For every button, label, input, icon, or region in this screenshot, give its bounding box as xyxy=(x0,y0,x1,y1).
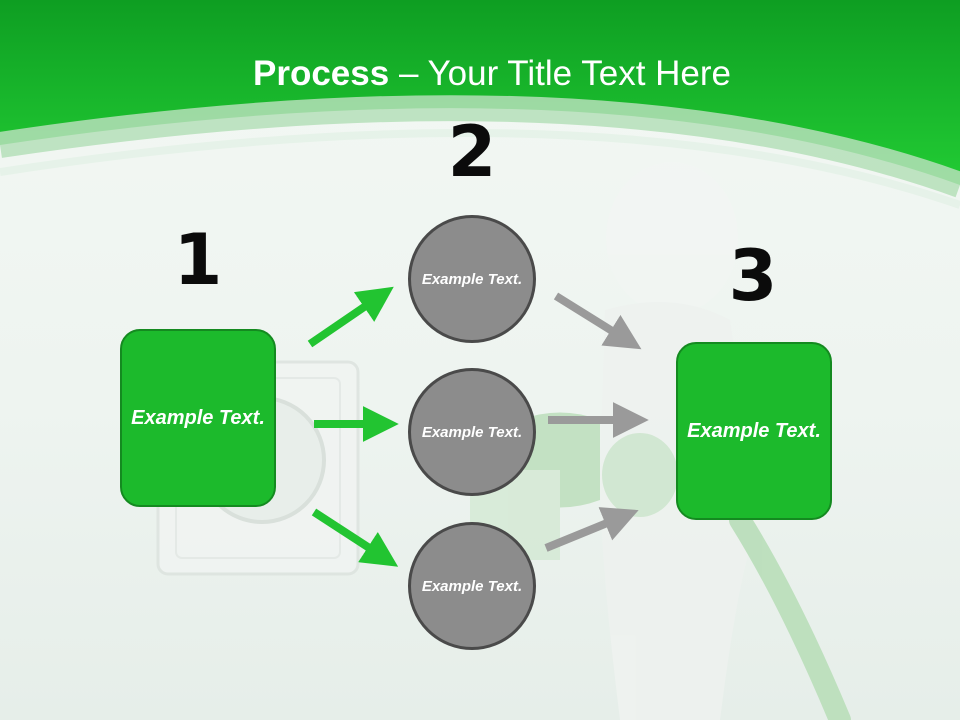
step-3-text: Example Text. xyxy=(687,419,821,442)
node-top-text: Example Text. xyxy=(421,270,523,288)
arrow-1-to-bottom xyxy=(311,508,399,567)
slide-title: Process – Your Title Text Here xyxy=(0,52,960,96)
title-rest: – Your Title Text Here xyxy=(389,54,731,93)
step-1-box: Example Text. xyxy=(120,329,276,507)
header-band xyxy=(0,0,960,185)
step-2-node-bottom: Example Text. xyxy=(408,522,536,650)
header-swoosh xyxy=(0,95,960,198)
step-2-number: 2 xyxy=(447,111,497,193)
arrow-1-to-top xyxy=(307,286,394,348)
step-3-number: 3 xyxy=(728,235,778,317)
step-1-text: Example Text. xyxy=(131,406,265,429)
arrow-top-to-3 xyxy=(553,292,642,350)
step-3-box: Example Text. xyxy=(676,342,832,520)
step-2-node-middle: Example Text. xyxy=(408,368,536,496)
title-strong: Process xyxy=(253,54,390,93)
node-middle-text: Example Text. xyxy=(421,423,523,441)
step-2-node-top: Example Text. xyxy=(408,215,536,343)
arrow-bottom-to-3 xyxy=(544,507,639,552)
step-1-number: 1 xyxy=(173,219,223,301)
node-bottom-text: Example Text. xyxy=(421,577,523,595)
